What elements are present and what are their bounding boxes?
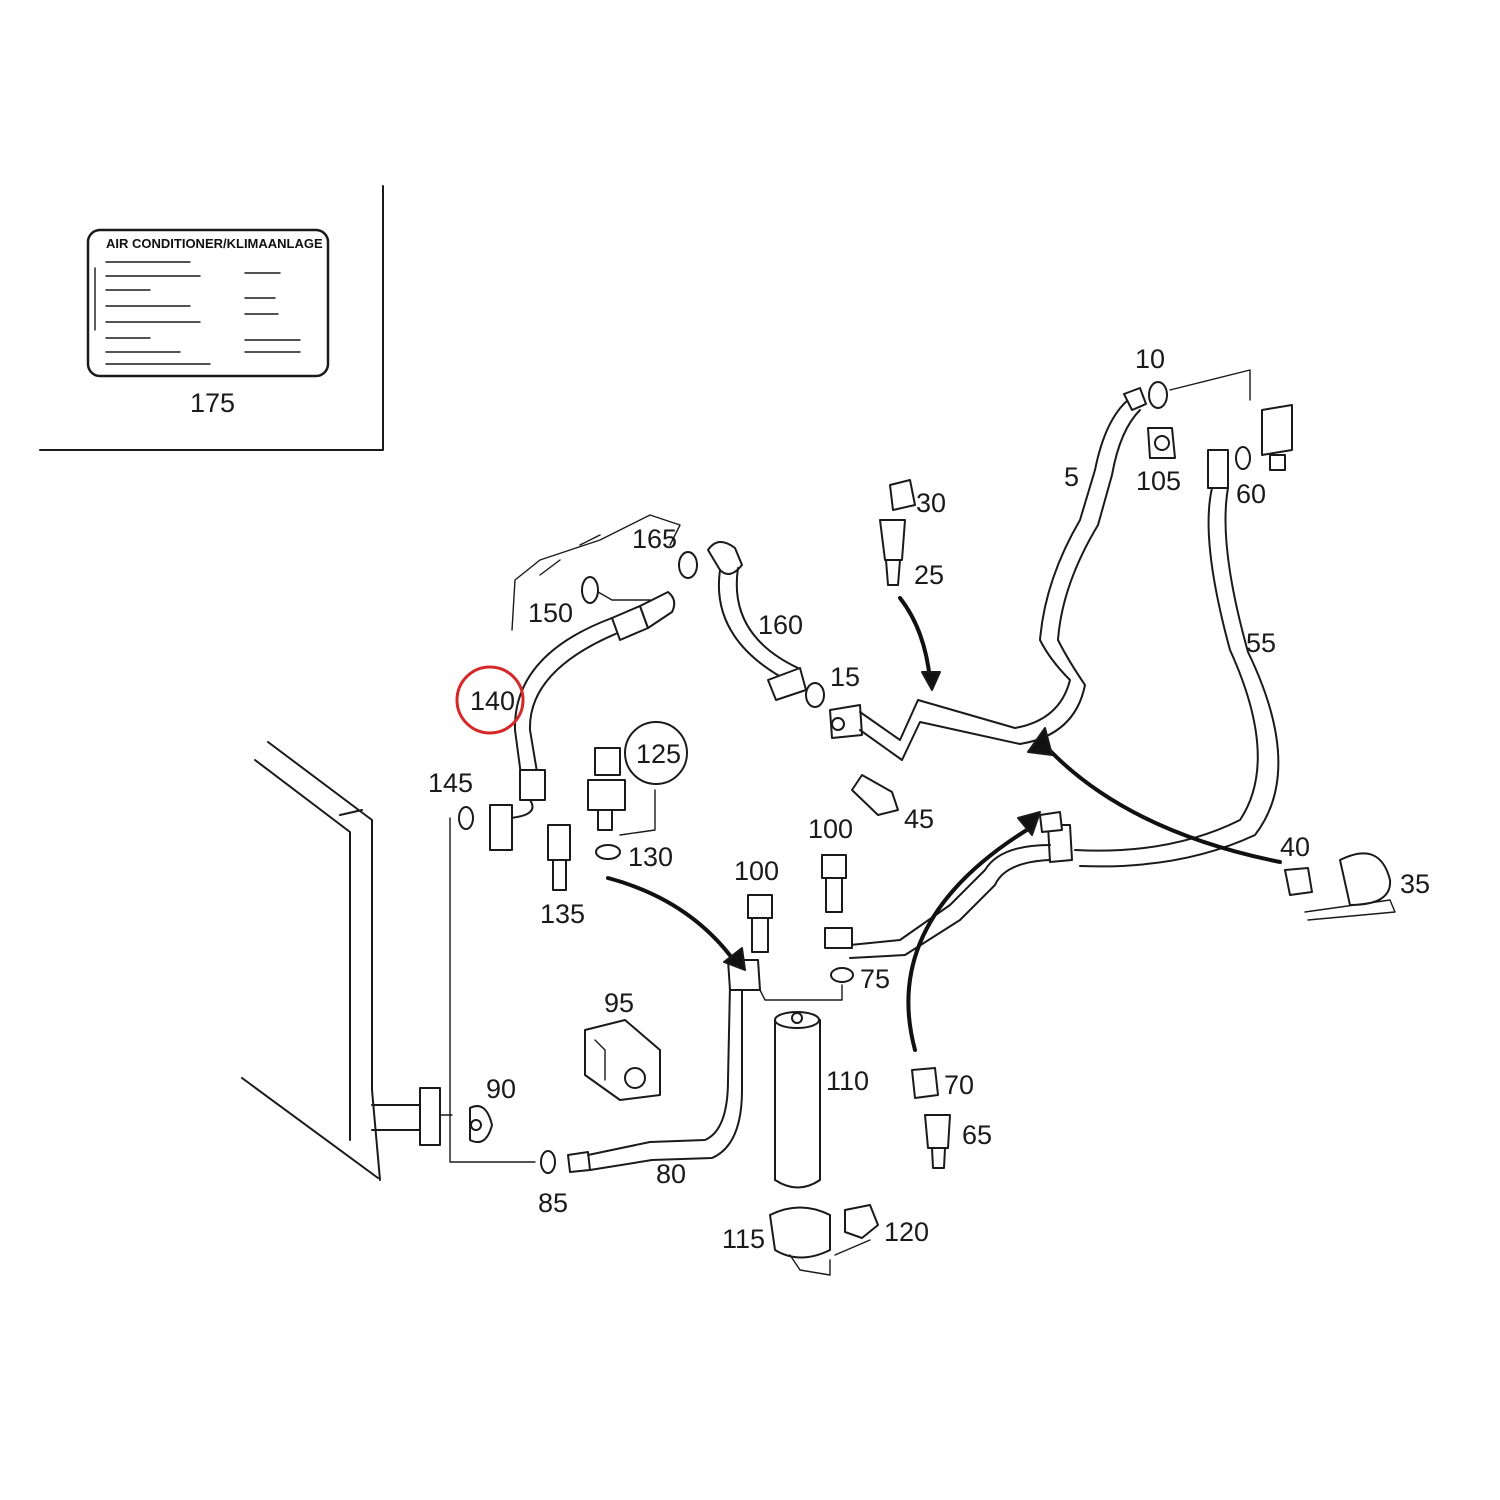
label-65: 65 <box>962 1120 992 1150</box>
arrow-70 <box>906 826 1032 1052</box>
label-80: 80 <box>656 1159 686 1189</box>
label-120: 120 <box>884 1217 929 1247</box>
oring-15 <box>805 682 825 708</box>
label-100-left: 100 <box>734 856 779 886</box>
label-10: 10 <box>1135 344 1165 374</box>
oring-85 <box>540 1150 556 1174</box>
oring-145 <box>458 806 474 830</box>
info-plate-title: AIR CONDITIONER/KLIMAANLAGE <box>106 236 323 251</box>
fitting-105 <box>1147 427 1176 459</box>
label-85: 85 <box>538 1188 568 1218</box>
switch-65 <box>924 1114 951 1169</box>
oring-75 <box>830 967 854 983</box>
bolt-100-right <box>821 854 847 913</box>
bracket-95 <box>584 1019 661 1101</box>
label-100-right: 100 <box>808 814 853 844</box>
label-165: 165 <box>632 524 677 554</box>
label-105: 105 <box>1136 466 1181 496</box>
label-175: 175 <box>190 388 235 418</box>
nut-120 <box>834 1204 879 1256</box>
cap-90 <box>469 1105 493 1144</box>
oring-10 <box>1148 381 1168 409</box>
line-5 <box>1014 387 1147 745</box>
receiver-drier-110 <box>774 1011 821 1189</box>
oring-130 <box>595 844 621 860</box>
label-125: 125 <box>636 739 681 769</box>
label-70: 70 <box>944 1070 974 1100</box>
label-140: 140 <box>470 686 515 716</box>
label-160: 160 <box>758 610 803 640</box>
label-150: 150 <box>528 598 573 628</box>
label-60: 60 <box>1236 479 1266 509</box>
label-110: 110 <box>826 1066 869 1096</box>
callout-circle-125 <box>624 721 688 785</box>
oring-165 <box>678 551 698 579</box>
label-30: 30 <box>916 488 946 518</box>
label-40: 40 <box>1280 832 1310 862</box>
label-75: 75 <box>860 964 890 994</box>
arrow-40 <box>1038 738 1282 864</box>
fitting-75-block <box>824 927 853 949</box>
hose-140 <box>489 591 676 851</box>
highlight-circle-140 <box>455 665 525 735</box>
label-130: 130 <box>628 842 673 872</box>
bolt-100-left <box>747 894 773 953</box>
switch-30 <box>889 479 916 511</box>
label-45: 45 <box>904 804 934 834</box>
label-115: 115 <box>722 1224 765 1254</box>
label-55: 55 <box>1246 628 1276 658</box>
valve-60 <box>1207 404 1293 489</box>
label-5: 5 <box>1064 462 1079 492</box>
label-95: 95 <box>604 988 634 1018</box>
switch-70 <box>911 1067 939 1099</box>
label-35: 35 <box>1400 869 1430 899</box>
sensor-125 <box>587 747 626 831</box>
arrow-25 <box>898 596 932 682</box>
label-15: 15 <box>830 662 860 692</box>
line-45-suction <box>829 699 1021 816</box>
arrow-135 <box>606 876 737 964</box>
info-plate-box: AIR CONDITIONER/KLIMAANLAGE 175 <box>39 185 384 451</box>
label-135: 135 <box>540 899 585 929</box>
condenser <box>241 741 441 1181</box>
oring-150 <box>581 576 599 604</box>
label-145: 145 <box>428 768 473 798</box>
engine-outline <box>511 514 681 631</box>
line-55 <box>849 487 1280 959</box>
info-plate-text-rows <box>94 261 301 365</box>
switch-25 <box>879 519 906 586</box>
clamp-35 <box>1284 852 1396 921</box>
label-25: 25 <box>914 560 944 590</box>
sensor-135 <box>547 824 571 891</box>
clamp-115 <box>769 1206 831 1276</box>
label-90: 90 <box>486 1074 516 1104</box>
